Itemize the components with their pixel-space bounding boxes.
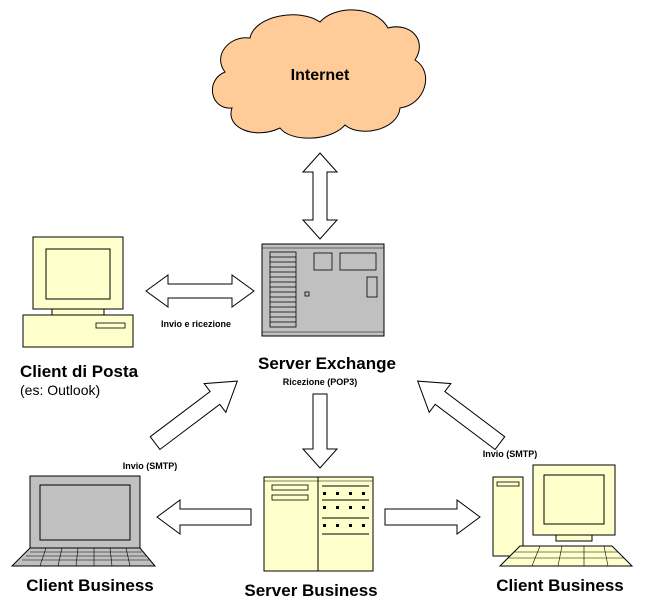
smtp-right-label: Invio (SMTP) [483,449,538,459]
monitor-screen-right [543,474,605,525]
desktop-case [22,314,134,348]
client-posta-computer: Client di Posta (es: Outlook) [20,236,139,398]
server-business-label: Server Business [244,581,377,600]
cloud-shape [211,9,427,139]
internet-label: Internet [291,67,350,84]
client-business-left-label: Client Business [26,576,154,595]
client-business-right-label: Client Business [496,576,624,595]
client-business-desktop: Client Business [492,464,634,595]
keyboard [498,545,634,567]
client-business-laptop: Client Business [10,475,157,595]
monitor-screen [45,248,111,300]
drive-bay [269,251,297,328]
laptop-base [10,547,157,567]
internet-cloud: Internet [211,9,427,139]
tower-case [492,476,524,557]
server-business: Server Business [244,476,378,600]
posta-exchange-label: Invio e ricezione [161,319,231,329]
server-exchange-label: Server Exchange [258,354,396,373]
client-posta-sublabel: (es: Outlook) [20,382,100,398]
arrow-posta-exchange [145,274,255,308]
arrow-smtp-right [416,380,506,451]
client-posta-label: Client di Posta [20,362,139,381]
arrow-exchange-business [301,393,339,469]
arrow-smtp-left [149,380,239,451]
arrow-business-right [384,499,481,535]
smtp-left-label: Invio (SMTP) [123,461,178,471]
arrow-internet-exchange [301,152,339,240]
server-exchange-sublabel: Ricezione (POP3) [283,377,358,387]
arrow-business-left [156,499,252,535]
server-exchange: Server Exchange Ricezione (POP3) [258,243,396,387]
laptop-screen [39,484,131,541]
